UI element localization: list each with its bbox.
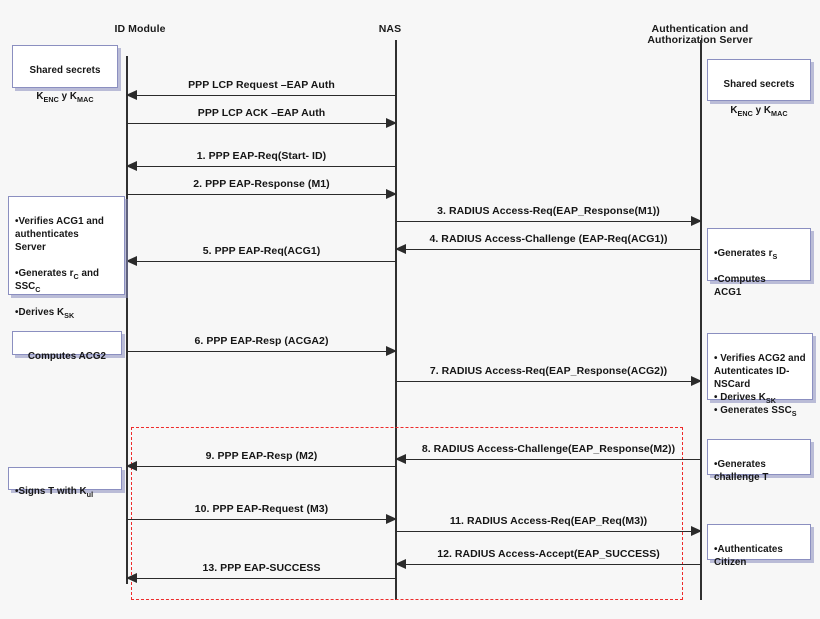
message-line (127, 95, 396, 96)
note-server-generate-acg1: •Generates rS •Computes ACG1 (707, 228, 811, 298)
lifeline-header-id-module: ID Module (114, 23, 166, 35)
message-label: 10. PPP EAP-Request (M3) (194, 503, 329, 515)
lifeline-aaa (700, 40, 702, 600)
message-line (127, 519, 396, 520)
lifeline-header-aaa: Authentication and Authorization Server (647, 23, 753, 46)
arrowhead-left (395, 558, 406, 569)
arrowhead-right (386, 345, 397, 356)
arrowhead-right (691, 215, 702, 226)
note-text: Computes ACG2 (27, 351, 107, 362)
highlight-region-signature-phase (131, 427, 683, 600)
message-line (127, 466, 396, 467)
lifeline-header-nas: NAS (378, 23, 402, 35)
arrowhead-left (126, 89, 137, 100)
message-label: 2. PPP EAP-Response (M1) (193, 178, 330, 190)
message-line (127, 261, 396, 262)
note-server-auth-citizen: •Authenticates Citizen (707, 524, 811, 568)
arrowhead-right (386, 117, 397, 128)
note-client-shared-secrets: Shared secrets KENC y KMAC (12, 45, 118, 104)
arrowhead-right (386, 513, 397, 524)
note-line-1: Shared secrets (29, 65, 101, 76)
message-label: 6. PPP EAP-Resp (ACGA2) (194, 335, 329, 347)
arrowhead-right (386, 188, 397, 199)
message-label: PPP LCP ACK –EAP Auth (197, 107, 326, 119)
note-client-signs-t: •Signs T with Kul (8, 467, 122, 499)
message-line (127, 166, 396, 167)
message-line (127, 123, 396, 124)
message-label: 4. RADIUS Access-Challenge (EAP-Req(ACG1… (429, 233, 668, 245)
note-text: • Verifies ACG2 and Autenticates ID- NSC… (714, 353, 806, 418)
arrowhead-right (691, 375, 702, 386)
message-line (396, 381, 701, 382)
arrowhead-left (126, 255, 137, 266)
arrowhead-left (395, 453, 406, 464)
note-client-verify-acg1: •Verifies ACG1 and authenticates Server … (8, 196, 125, 320)
message-label: PPP LCP Request –EAP Auth (188, 79, 335, 91)
message-line (396, 459, 701, 460)
message-label: 1. PPP EAP-Req(Start- ID) (196, 150, 327, 162)
message-label: 7. RADIUS Access-Req(EAP_Response(ACG2)) (429, 365, 668, 377)
note-text: •Generates rS •Computes ACG1 (714, 248, 778, 298)
note-server-shared-secrets: Shared secrets KENC y KMAC (707, 59, 811, 118)
note-server-challenge-t: •Generates challenge T (707, 439, 811, 483)
message-label: 9. PPP EAP-Resp (M2) (205, 450, 318, 462)
note-server-verify-acg2: • Verifies ACG2 and Autenticates ID- NSC… (707, 333, 813, 418)
message-label: 11. RADIUS Access-Req(EAP_Req(M3)) (449, 515, 648, 527)
note-text: •Authenticates Citizen (714, 544, 783, 568)
note-text: •Signs T with Kul (15, 486, 94, 499)
message-label: 12. RADIUS Access-Accept(EAP_SUCCESS) (437, 548, 660, 560)
message-label: 8. RADIUS Access-Challenge(EAP_Response(… (421, 443, 676, 455)
message-line (396, 249, 701, 250)
note-line-1: Shared secrets (723, 79, 795, 90)
note-line-2: KENC y KMAC (36, 91, 94, 104)
message-line (127, 578, 396, 579)
arrowhead-left (126, 460, 137, 471)
message-line (396, 564, 701, 565)
message-line (396, 531, 701, 532)
message-label: 13. PPP EAP-SUCCESS (202, 562, 321, 574)
lifeline-id-module (126, 56, 128, 584)
note-client-computes-acg2: Computes ACG2 (12, 331, 122, 362)
arrowhead-left (126, 160, 137, 171)
message-line (127, 194, 396, 195)
lifeline-nas (395, 40, 397, 600)
message-line (127, 351, 396, 352)
message-label: 5. PPP EAP-Req(ACG1) (202, 245, 321, 257)
note-text: •Verifies ACG1 and authenticates Server … (15, 216, 104, 320)
arrowhead-left (395, 243, 406, 254)
note-line-2: KENC y KMAC (730, 105, 788, 118)
message-line (396, 221, 701, 222)
arrowhead-right (691, 525, 702, 536)
message-label: 3. RADIUS Access-Req(EAP_Response(M1)) (437, 205, 660, 217)
note-text: •Generates challenge T (714, 459, 769, 483)
arrowhead-left (126, 572, 137, 583)
